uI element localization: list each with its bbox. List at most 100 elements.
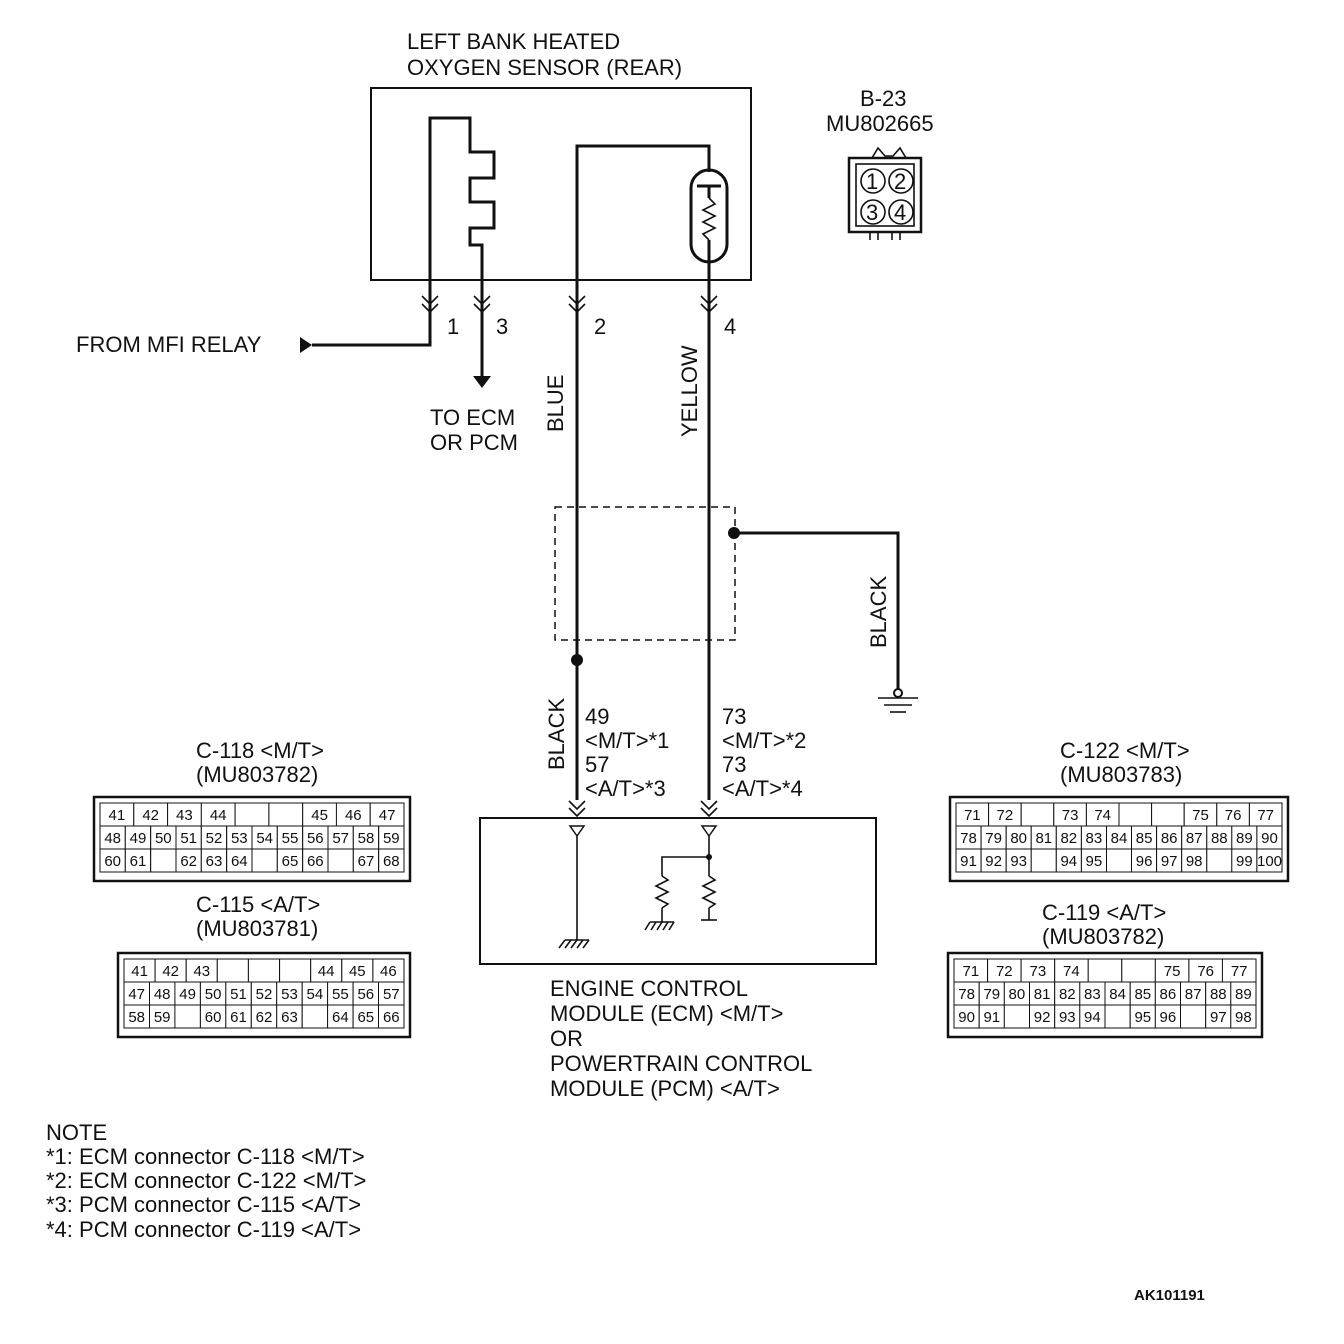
- c118-pin-number: 58: [358, 830, 375, 847]
- c115-pin-number: 47: [128, 986, 145, 1003]
- c122-pin-number: 96: [1136, 853, 1153, 870]
- c115-pin-number: 55: [332, 986, 349, 1003]
- c119-pin-number: 80: [1009, 986, 1026, 1003]
- c118-pin-cell: [268, 802, 304, 827]
- shield-box: [554, 506, 736, 641]
- c119-pin-number: 83: [1084, 986, 1101, 1003]
- c119-pin-number: 89: [1235, 986, 1252, 1003]
- c122-pin-number: 71: [964, 807, 981, 824]
- c115-pin-cell: [174, 1004, 201, 1029]
- c122-title: C-122 <M/T>: [1060, 738, 1190, 763]
- module-label-line5: MODULE (PCM) <A/T>: [550, 1076, 780, 1101]
- c115-pin-number: 52: [256, 986, 273, 1003]
- c115-pin-number: 66: [383, 1009, 400, 1026]
- b23-connector-face: [847, 146, 923, 240]
- c118-pin-number: 43: [176, 807, 193, 824]
- c122-pin-cell: [1256, 848, 1283, 873]
- c122-pin-number: 79: [985, 830, 1002, 847]
- c118-pin-number: 55: [282, 830, 299, 847]
- c118-pin-number: 62: [180, 853, 197, 870]
- c115-pin-number: 54: [307, 986, 324, 1003]
- c118-pin-number: 46: [345, 807, 362, 824]
- c118-pin-number: 48: [104, 830, 121, 847]
- c118-pin-number: 54: [256, 830, 273, 847]
- sensing-resistor: [701, 197, 717, 241]
- terminal-at3-label: <A/T>*3: [585, 776, 666, 801]
- pin-3-label: 3: [496, 314, 508, 339]
- note-item-4: *4: PCM connector C-119 <A/T>: [46, 1217, 361, 1242]
- c122-pin-number: 99: [1236, 853, 1253, 870]
- b23-pin-1: 1: [866, 169, 878, 194]
- pin-1-label: 1: [447, 314, 459, 339]
- c119-pin-number: 72: [996, 963, 1013, 980]
- c115-pin-number: 58: [128, 1009, 145, 1026]
- c118-pin-cell: [150, 848, 177, 873]
- c115-pin-number: 64: [332, 1009, 349, 1026]
- c118-pin-cell: [234, 802, 270, 827]
- c122-pin-number: 89: [1236, 830, 1253, 847]
- module-label-line4: POWERTRAIN CONTROL: [550, 1051, 812, 1076]
- terminal-49-label: 49: [585, 704, 609, 729]
- c122-pin-number: 91: [960, 853, 977, 870]
- c119-pin-cell: [1087, 958, 1123, 983]
- c118-pin-number: 59: [383, 830, 400, 847]
- c118-pin-cell: [327, 848, 354, 873]
- module-label-line1: ENGINE CONTROL: [550, 976, 748, 1001]
- c122-pin-number: 87: [1186, 830, 1203, 847]
- c119-pin-number: 75: [1164, 963, 1181, 980]
- c119-pin-number: 95: [1134, 1009, 1151, 1026]
- wire-color-blue: BLUE: [543, 375, 568, 432]
- c119-pin-number: 94: [1084, 1009, 1101, 1026]
- c118-pin-number: 61: [130, 853, 147, 870]
- c115-pin-cell: [216, 958, 249, 983]
- module-pin-chevrons: [568, 800, 718, 818]
- c119-pin-number: 88: [1210, 986, 1227, 1003]
- c122-pin-number: 75: [1192, 807, 1209, 824]
- c122-pin-number: 88: [1211, 830, 1228, 847]
- c115-pin-cell: [247, 958, 280, 983]
- to-ecm-arrow: [473, 376, 491, 388]
- c115-pin-number: 43: [193, 963, 210, 980]
- c118-pin-number: 68: [383, 853, 400, 870]
- c118-pin-number: 41: [109, 807, 126, 824]
- c119-pin-number: 85: [1134, 986, 1151, 1003]
- c115-pin-cell: [301, 1004, 329, 1029]
- c119-pin-number: 73: [1030, 963, 1047, 980]
- c118-pin-number: 56: [307, 830, 324, 847]
- c122-pin-number: 97: [1161, 853, 1178, 870]
- c118-pin-number: 60: [104, 853, 121, 870]
- c115-pin-number: 59: [154, 1009, 171, 1026]
- pin-2-label: 2: [594, 314, 606, 339]
- c118-pin-cell: [378, 848, 405, 873]
- c118-pin-number: 64: [231, 853, 248, 870]
- c119-pin-number: 98: [1235, 1009, 1252, 1026]
- ecm-pcm-box: [479, 817, 877, 965]
- c115-pin-number: 51: [230, 986, 247, 1003]
- c118-pin-number: 42: [142, 807, 159, 824]
- shield-ground-wire: [734, 531, 900, 692]
- c122-pin-number: 84: [1111, 830, 1128, 847]
- ground-symbol: [878, 688, 918, 713]
- c122-pin-cell: [1151, 802, 1185, 827]
- c119-pin-number: 79: [983, 986, 1000, 1003]
- c118-pin-number: 44: [210, 807, 227, 824]
- c115-pin-number: 61: [230, 1009, 247, 1026]
- sensor-title-line2: OXYGEN SENSOR (REAR): [407, 55, 682, 80]
- c119-title: C-119 <A/T>: [1042, 900, 1166, 925]
- c122-pin-number: 90: [1261, 830, 1278, 847]
- c119-pin-number: 84: [1109, 986, 1126, 1003]
- c118-pin-number: 66: [307, 853, 324, 870]
- b23-code: B-23: [860, 86, 906, 111]
- c115-pin-number: 44: [318, 963, 335, 980]
- c122-pin-number: 73: [1062, 807, 1079, 824]
- c115-pin-number: 63: [281, 1009, 298, 1026]
- c119-pin-number: 74: [1063, 963, 1080, 980]
- note-item-3: *3: PCM connector C-115 <A/T>: [46, 1192, 361, 1217]
- c119-pin-cell: [1121, 958, 1156, 983]
- c119-pin-cell: [1230, 1004, 1257, 1029]
- sensor-pin-chevrons: [421, 295, 718, 314]
